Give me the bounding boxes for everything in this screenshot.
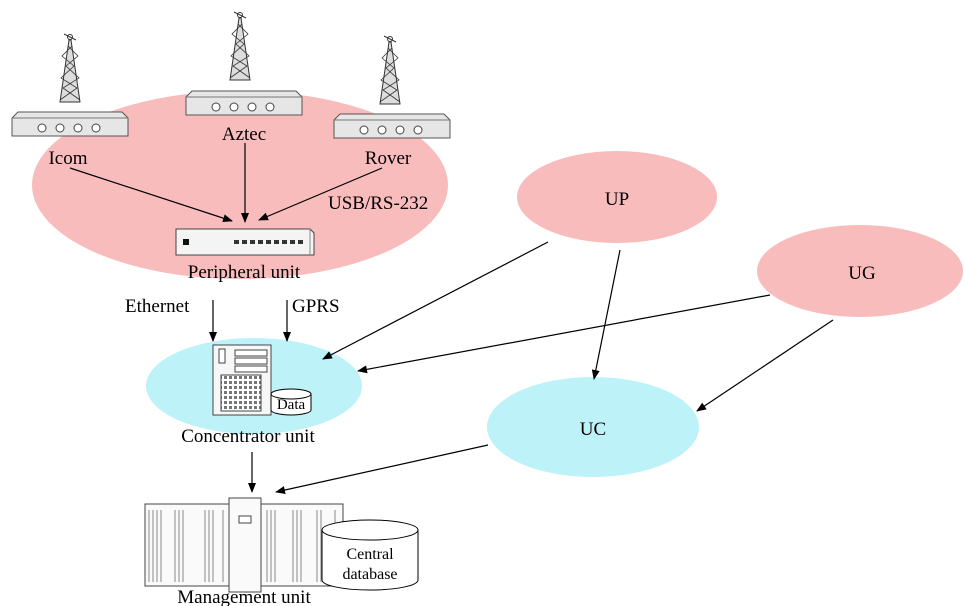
central-database-icon [321,519,419,591]
uc-label: UC [580,419,606,440]
concentrator-unit-label: Concentrator unit [181,426,315,447]
uc-node [487,377,699,477]
usb-link-label: USB/RS-232 [328,193,428,214]
tower-icon-rover [379,35,401,105]
server-icon [212,344,272,416]
icom-label: Icom [48,148,87,169]
tower-icon-icom [59,33,81,103]
arrow-rover-to-peripheral [258,167,383,221]
peripheral-device-icon [175,228,315,256]
ethernet-link-label: Ethernet [125,296,190,317]
mainframe-icon [144,497,344,593]
aztec-label: Aztec [222,124,266,145]
management-unit-label: Management unit [177,587,311,606]
modem-icon-aztec [185,90,303,116]
arrow-up-to-uc [591,249,621,380]
arrow-ug-to-uc [696,319,834,412]
up-node [517,151,717,243]
up-label: UP [605,189,629,210]
arrow-icom-to-peripheral [69,167,233,223]
arrow-uc-to-management [275,444,489,494]
modem-icon-rover [333,113,451,139]
central-database-label-line1: Central [346,546,394,563]
data-label: Data [277,397,306,413]
arrow-up-to-concentrator [322,241,549,360]
rover-label: Rover [365,148,412,169]
ug-node [757,225,963,317]
tower-icon-aztec [229,11,251,81]
data-cylinder-icon [270,388,312,416]
arrow-ug-to-concentrator [357,294,771,374]
gprs-link-label: GPRS [292,296,340,317]
modem-icon-icom [11,111,129,137]
peripheral-unit-label: Peripheral unit [188,262,301,283]
ug-label: UG [848,263,876,284]
central-database-label-line2: database [342,566,397,583]
